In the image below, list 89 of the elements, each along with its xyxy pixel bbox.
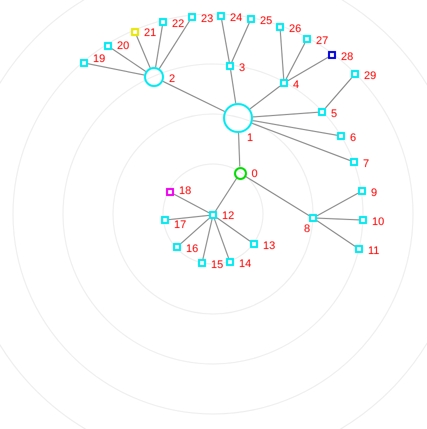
node-number: 12 [222, 210, 234, 222]
node-number: 20 [117, 40, 130, 52]
square-marker [276, 23, 284, 31]
square-marker [173, 243, 181, 251]
connector-line [180, 218, 210, 244]
node-number: 14 [239, 258, 252, 270]
square-marker [80, 59, 88, 67]
square-marker [166, 188, 174, 196]
connector-line [252, 120, 338, 136]
node-number: 9 [371, 187, 378, 199]
square-marker [198, 259, 206, 267]
circle-marker [144, 67, 164, 87]
square-marker [280, 79, 288, 87]
connector-line [252, 122, 350, 161]
node-number: 22 [172, 18, 184, 30]
square-marker [318, 108, 326, 116]
square-marker [161, 216, 169, 224]
connector-line [288, 56, 328, 82]
connector-line [136, 36, 151, 68]
node-number: 10 [372, 216, 384, 228]
connector-line [230, 70, 236, 104]
connector-line [162, 80, 226, 112]
node-number: 15 [211, 259, 224, 271]
square-marker [226, 258, 234, 266]
square-marker [351, 70, 359, 78]
square-marker [209, 211, 217, 219]
node-number: 27 [316, 35, 328, 47]
connector-line [316, 192, 358, 216]
node-number: 6 [350, 132, 356, 144]
connector-line [174, 194, 210, 214]
connector-line [245, 176, 310, 216]
node-number: 24 [230, 12, 242, 24]
connector-line [215, 178, 237, 212]
square-marker [358, 187, 366, 195]
connector-line [88, 63, 145, 76]
node-number: 16 [186, 243, 198, 255]
node-number: 5 [331, 108, 338, 120]
node-number: 3 [239, 62, 246, 74]
node-number: 17 [174, 219, 186, 231]
square-marker [328, 51, 336, 59]
node-number: 29 [364, 70, 376, 82]
node-number: 2 [169, 73, 176, 85]
square-marker [188, 13, 196, 21]
node-number: 7 [363, 158, 370, 170]
connector-line [168, 214, 210, 220]
connector-line [249, 86, 280, 110]
connector-line [238, 132, 240, 167]
connector-line [155, 26, 163, 68]
connector-line [316, 220, 356, 247]
node-number: 11 [368, 245, 380, 257]
square-marker [131, 28, 139, 36]
node-number: 25 [260, 15, 272, 27]
connector-line [280, 30, 284, 80]
connector-line [324, 78, 352, 108]
square-marker [104, 42, 112, 50]
connector-line [158, 20, 190, 70]
square-marker [337, 132, 345, 140]
connector-line [202, 218, 213, 260]
node-number: 4 [293, 79, 300, 91]
connector-line [286, 42, 306, 80]
square-marker [159, 18, 167, 26]
square-marker [355, 245, 363, 253]
square-marker [217, 12, 225, 20]
connector-line [112, 48, 146, 72]
square-marker [226, 62, 234, 70]
node-number: 1 [247, 132, 254, 144]
connector-line [214, 218, 230, 258]
node-number: 26 [289, 23, 302, 35]
square-marker [309, 214, 317, 222]
circle-marker [223, 103, 253, 133]
square-marker [303, 35, 311, 43]
square-marker [359, 216, 367, 224]
node-number: 18 [179, 185, 192, 197]
connector-line [216, 217, 250, 242]
connector-line [221, 20, 230, 62]
square-marker [250, 240, 258, 248]
node-number: 28 [341, 51, 354, 63]
node-number: 13 [263, 240, 276, 252]
connector-line [231, 22, 250, 62]
node-number: 23 [201, 13, 214, 25]
square-marker [350, 158, 358, 166]
circle-marker [234, 166, 246, 180]
node-number: 0 [252, 168, 258, 180]
node-number: 21 [144, 27, 156, 39]
square-marker [247, 15, 255, 23]
node-number: 8 [304, 223, 310, 235]
connector-line [316, 218, 360, 220]
connector-line [252, 112, 318, 118]
node-number: 19 [93, 53, 106, 65]
